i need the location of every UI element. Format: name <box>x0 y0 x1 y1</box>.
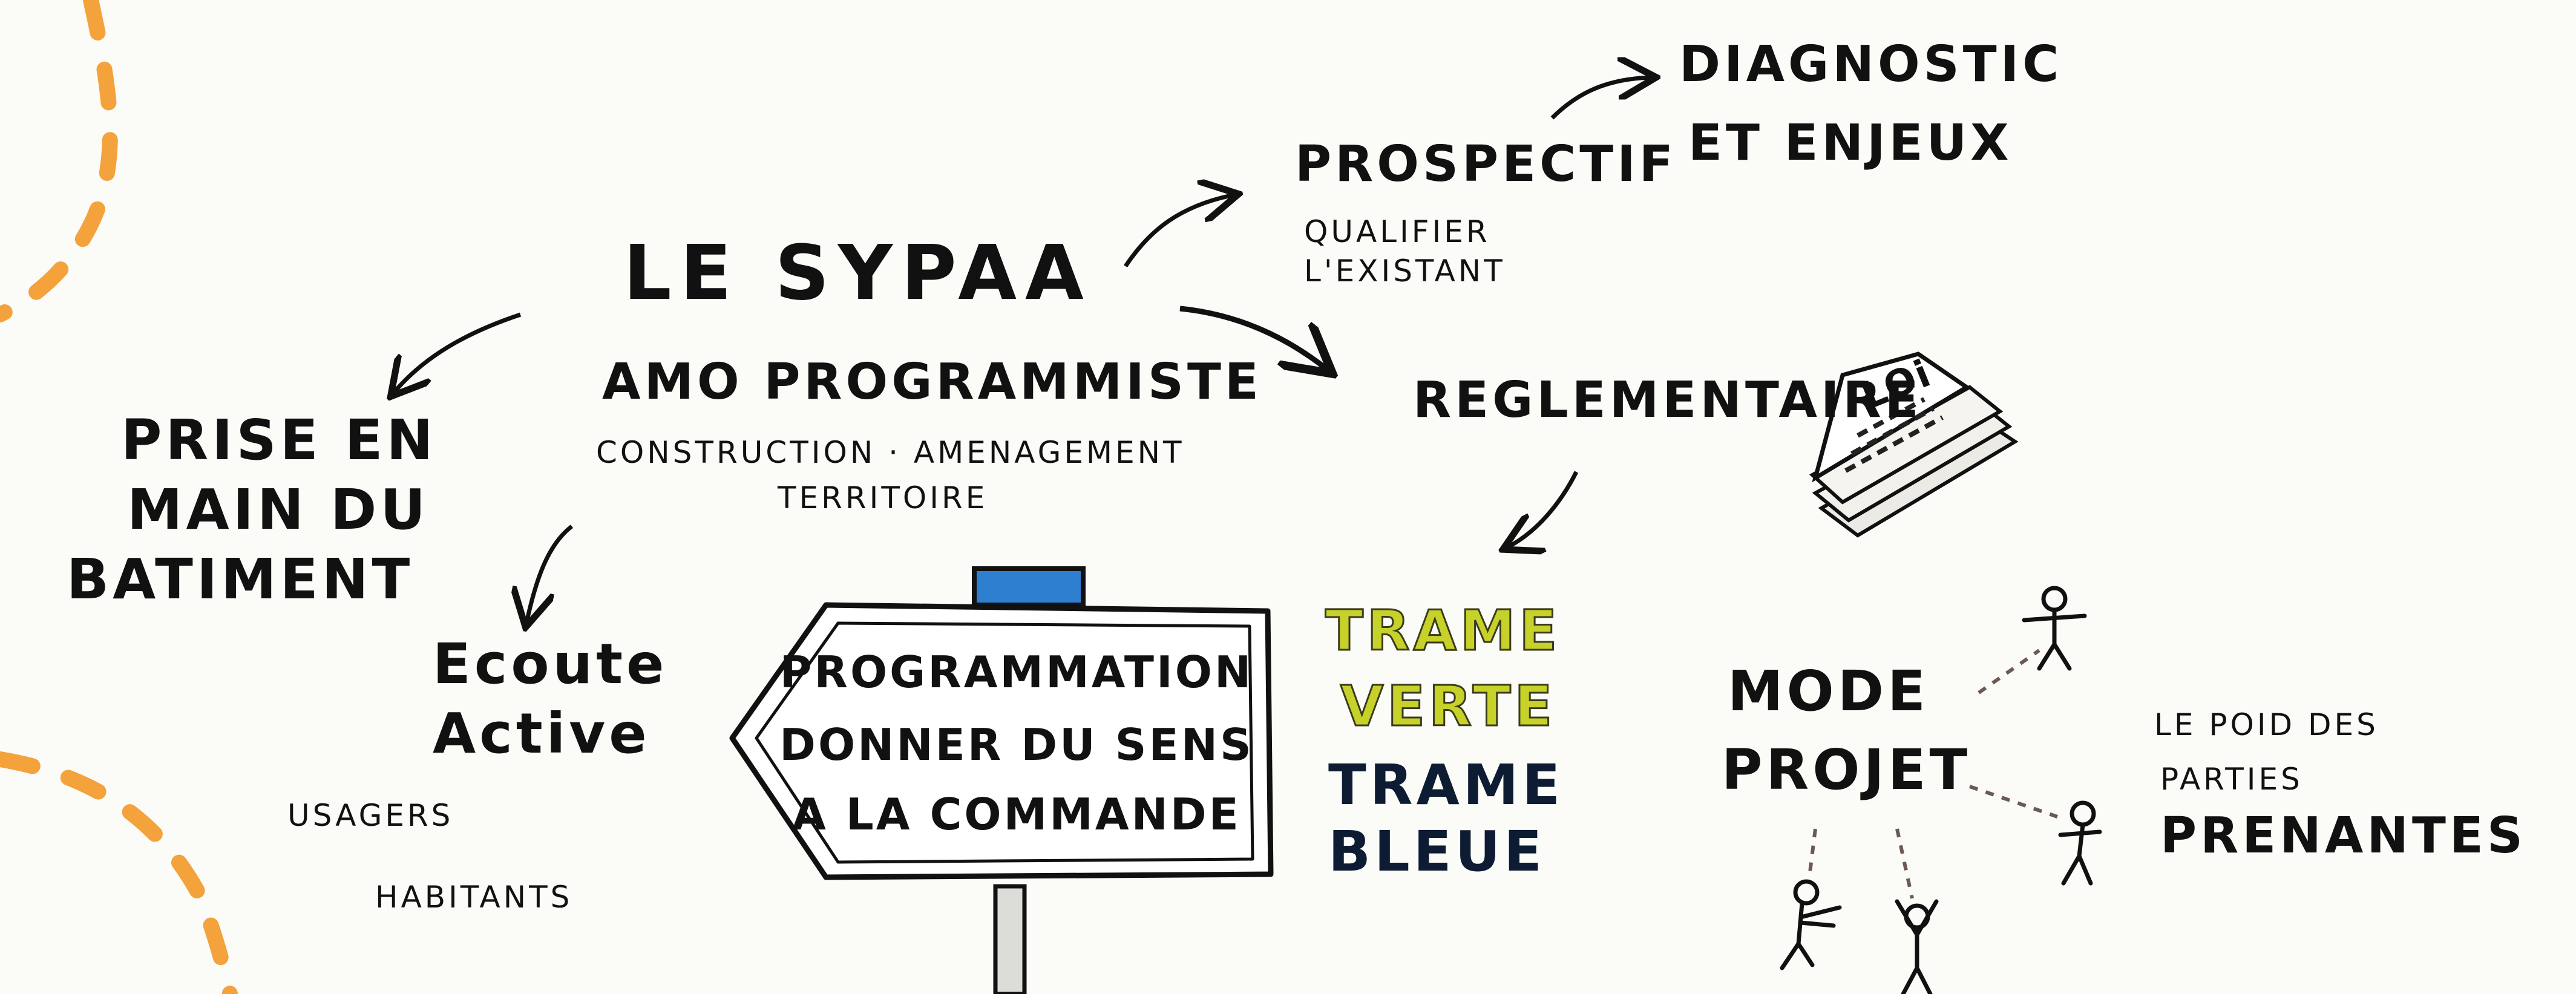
arrow-to-prise-en-main <box>393 312 522 393</box>
stick-figure-icon <box>2058 800 2102 886</box>
scope-line-2: TERRITOIRE <box>778 480 988 515</box>
diagnostic-line-2: ET ENJEUX <box>1688 114 2013 172</box>
prise-en-main-line-2: MAIN DU <box>127 477 430 542</box>
trame-verte-line-2: VERTE <box>1339 673 1556 739</box>
ecoute-sub-habitants: HABiTANTS <box>375 880 573 915</box>
arrow-to-diagnostic <box>1550 77 1652 120</box>
stick-figure-icon <box>1895 899 1939 994</box>
parties-line-3: PRENANTES <box>2160 807 2526 865</box>
parties-line-1: LE POID DES <box>2154 707 2379 742</box>
mode-projet-line-1: MODE <box>1728 659 1929 724</box>
scope-line-1: CONSTRUCTION · AMENAGEMENT <box>596 435 1185 470</box>
prise-en-main-line-3: BATIMENT <box>67 547 414 612</box>
title-le-sypaa: LE SYPAA <box>623 229 1092 317</box>
trame-bleue-line-2: BLEUE <box>1328 819 1546 884</box>
ecoute-line-2: Active <box>433 701 651 766</box>
mode-projet-connectors <box>1807 649 2058 899</box>
signpost-line-3: A LA COMMANDE <box>792 789 1241 840</box>
orange-dashed-path-bottom <box>0 751 238 994</box>
ecoute-line-1: Ecoute <box>433 632 668 696</box>
ecoute-sub-usagers: USAGERS <box>287 798 454 833</box>
trame-verte-line-1: TRAME <box>1324 598 1561 664</box>
signpost-line-2: DONNER DU SENS <box>779 719 1254 770</box>
reglementaire-label: REGLEMENTAIRE <box>1413 371 1922 429</box>
arrow-to-ecoute <box>526 525 574 623</box>
parties-line-2: PARTIES <box>2160 762 2303 797</box>
stick-figure-icon <box>1780 879 1842 970</box>
arrow-to-prospectif <box>1124 195 1234 267</box>
signpost-line-1: PROGRAMMATION <box>779 647 1254 698</box>
diagnostic-line-1: DIAGNOSTIC <box>1679 36 2063 93</box>
prospectif-sub-1: QUALIFIER <box>1304 214 1490 249</box>
arrow-to-trame <box>1507 471 1579 548</box>
trame-bleue-line-1: TRAME <box>1328 753 1564 817</box>
stick-figure-icon <box>2022 586 2087 671</box>
law-book-stack-icon <box>1809 351 2019 538</box>
signpost-icon <box>729 566 1274 994</box>
subtitle-amo-programmiste: AMO PROGRAMMISTE <box>602 353 1262 411</box>
prospectif-label: PROSPECTIF <box>1295 136 1677 193</box>
prise-en-main-line-1: PRISE EN <box>121 408 437 472</box>
prospectif-sub-2: L'EXISTANT <box>1304 253 1506 289</box>
arrow-to-reglementaire <box>1179 306 1328 370</box>
orange-dashed-path-top <box>0 0 118 322</box>
mode-projet-line-2: PROJET <box>1722 737 1971 802</box>
